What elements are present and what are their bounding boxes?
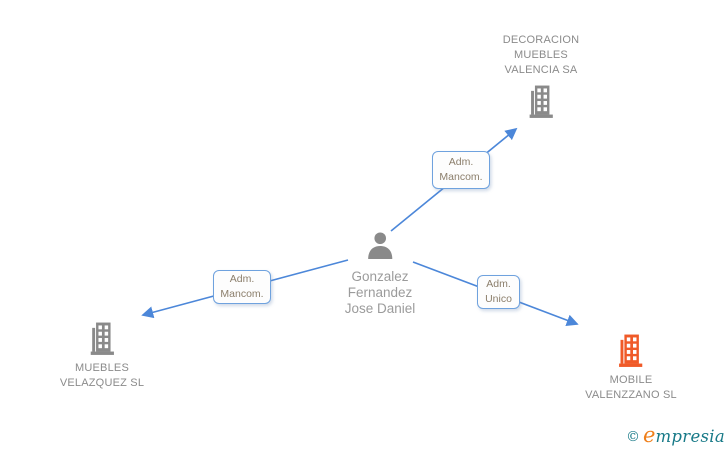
company-name: MUEBLES VELAZQUEZ SL <box>59 362 145 389</box>
company-name: DECORACION MUEBLES VALENCIA SA <box>502 34 580 76</box>
copyright-icon: © <box>626 429 641 445</box>
building-icon <box>90 322 114 355</box>
person-name: Gonzalez Fernandez Jose Daniel <box>344 269 416 316</box>
edge-label-adm-mancom-left: Adm. Mancom. <box>213 270 271 304</box>
person-icon <box>367 232 393 259</box>
empresia-logo[interactable]: ©empresia <box>626 423 725 447</box>
company-name: MOBILE VALENZZANO SL <box>585 374 677 401</box>
empresia-logo-e: e <box>643 423 656 447</box>
empresia-logo-text: mpresia <box>655 427 725 446</box>
edge-label-adm-mancom-top: Adm. Mancom. <box>432 151 490 189</box>
company-node-decoracion-muebles-valencia[interactable]: DECORACION MUEBLES VALENCIA SA <box>503 33 580 118</box>
edge-label-adm-unico: Adm. Unico <box>477 275 520 309</box>
company-node-muebles-velazquez[interactable]: MUEBLES VELAZQUEZ SL <box>60 322 144 391</box>
company-node-mobile-valenzzano[interactable]: MOBILE VALENZZANO SL <box>585 334 677 403</box>
person-node-gonzalez-fernandez[interactable]: Gonzalez Fernandez Jose Daniel <box>344 232 416 317</box>
building-icon <box>529 85 553 118</box>
building-icon <box>619 334 643 367</box>
